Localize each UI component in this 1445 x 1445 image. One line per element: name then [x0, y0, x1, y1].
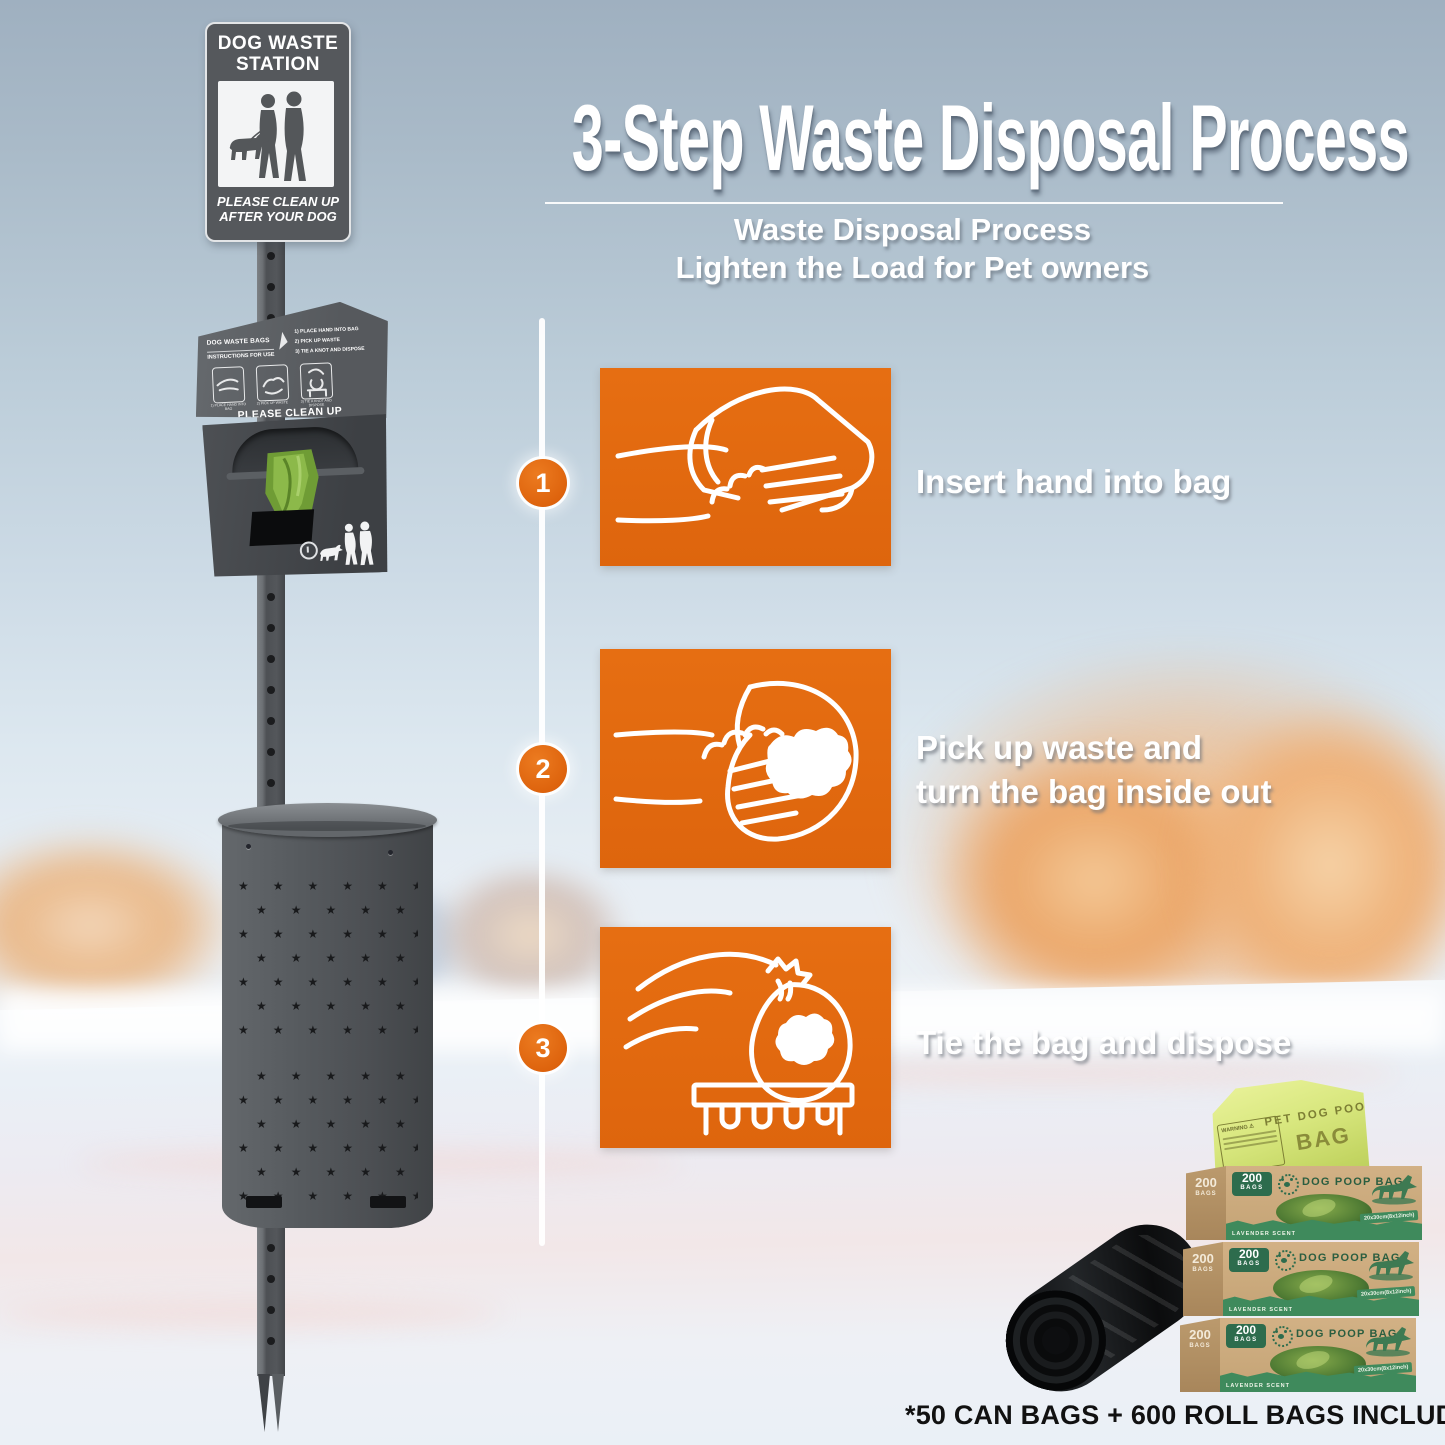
box-name: DOG POOP BAG	[1302, 1176, 1404, 1188]
pick-up-waste-pictogram	[256, 364, 290, 401]
wave-strip: LAVENDER SCENT	[1226, 1225, 1422, 1240]
stake-prong	[272, 1374, 284, 1432]
title-underline	[545, 202, 1283, 204]
step-3-illustration-box	[600, 927, 891, 1148]
scent-label: LAVENDER SCENT	[1226, 1383, 1291, 1389]
snow-pink-streak	[0, 1300, 500, 1326]
dispenser-front	[202, 414, 393, 580]
dispenser-plate-subtitle: INSTRUCTIONS FOR USE	[207, 349, 275, 361]
bolt	[388, 850, 393, 855]
waste-can-lid	[218, 803, 437, 837]
bolt	[246, 844, 251, 849]
star-perforations: ★★★★★★★★★★★★★★★★★★★★★★★★★★★★★★★★★★★★★★★★…	[238, 879, 418, 1203]
hand-into-bag-illustration	[615, 386, 875, 524]
people-walking-dog-icon	[229, 91, 306, 181]
box-name: DOG POOP BAG	[1299, 1252, 1401, 1264]
dispenser-instruction-2: 2) PICK UP WASTE	[294, 336, 341, 345]
dog-icon	[1372, 1175, 1417, 1205]
dog-icon	[1366, 1327, 1411, 1357]
wave-strip: LAVENDER SCENT	[1220, 1377, 1416, 1392]
pick-up-waste-illustration	[613, 680, 859, 842]
box-name: DOG POOP BAG	[1296, 1328, 1398, 1340]
dispenser-instruction-1: 1) PLACE HAND INTO BAG	[294, 326, 359, 335]
subtitle-line-1: Waste Disposal Process	[733, 212, 1092, 247]
hand-into-bag-pictogram	[212, 366, 246, 403]
step-2-illustration-box	[600, 649, 891, 868]
step-1-badge: 1	[519, 459, 567, 507]
bag-brand-main: BAG	[1294, 1121, 1353, 1156]
step-1-label: Insert hand into bag	[916, 463, 1232, 500]
dispenser-plate-title: DOG WASTE BAGS	[206, 337, 270, 347]
winter-trees-left	[0, 830, 240, 1020]
included-bags-caption: *50 CAN BAGS + 600 ROLL BAGS INCLUDED	[905, 1400, 1445, 1430]
arrow-icon	[279, 332, 289, 351]
winter-trees-mid-2	[430, 860, 630, 1010]
scent-label: LAVENDER SCENT	[1229, 1307, 1294, 1313]
paw-icon	[1278, 1174, 1299, 1195]
can-slot	[370, 1196, 406, 1208]
paw-icon	[1275, 1250, 1296, 1271]
page-title: 3-Step Waste Disposal Process	[571, 86, 1410, 191]
wave-strip: LAVENDER SCENT	[1223, 1301, 1419, 1316]
dispenser-instruction-plate: DOG WASTE BAGS INSTRUCTIONS FOR USE 1) P…	[191, 300, 392, 426]
dispenser-instruction-3: 3) TIE A KNOT AND DISPOSE	[295, 345, 365, 355]
dispensed-green-bag	[253, 447, 331, 534]
pictogram-caption-2: 2) PICK UP WASTE	[256, 400, 289, 406]
dispenser-slot	[249, 509, 314, 546]
can-slot	[246, 1196, 282, 1208]
step-3-badge: 3	[519, 1024, 567, 1072]
scent-label: LAVENDER SCENT	[1232, 1231, 1297, 1237]
step-1-illustration-box	[600, 368, 891, 566]
waste-can: ★★★★★★★★★★★★★★★★★★★★★★★★★★★★★★★★★★★★★★★★…	[218, 803, 437, 1228]
step-2-badge: 2	[519, 745, 567, 793]
step-3-label: Tie the bag and dispose	[916, 1024, 1292, 1061]
step-2-label: Pick up waste and turn the bag inside ou…	[916, 729, 1272, 811]
step-3-number: 3	[535, 1032, 551, 1063]
sign-title: DOG WASTE STATION	[217, 33, 339, 76]
stake-prong	[258, 1374, 270, 1432]
bag-dispenser: DOG WASTE BAGS INSTRUCTIONS FOR USE 1) P…	[191, 300, 399, 580]
tie-bag-illustration	[623, 951, 855, 1136]
step-2-number: 2	[535, 753, 551, 784]
paw-icon	[1272, 1326, 1293, 1347]
dispenser-silhouettes-icon	[315, 518, 381, 567]
sign-pictogram-panel	[218, 81, 334, 187]
post-stake	[257, 1374, 285, 1432]
winter-trees-far-right	[1180, 700, 1445, 1030]
subtitle-line-2: Lighten the Load for Pet owners	[675, 250, 1150, 285]
bag-brand-top: PET DOG POOP	[1263, 1099, 1377, 1129]
tie-and-dispose-pictogram	[300, 362, 334, 399]
dog-waste-station-sign: DOG WASTE STATION PLEASE CLEAN UP AFTER …	[205, 22, 351, 242]
step-1-number: 1	[535, 467, 551, 498]
dog-icon	[1369, 1251, 1414, 1281]
sign-footer: PLEASE CLEAN UP AFTER YOUR DOG	[216, 194, 340, 225]
